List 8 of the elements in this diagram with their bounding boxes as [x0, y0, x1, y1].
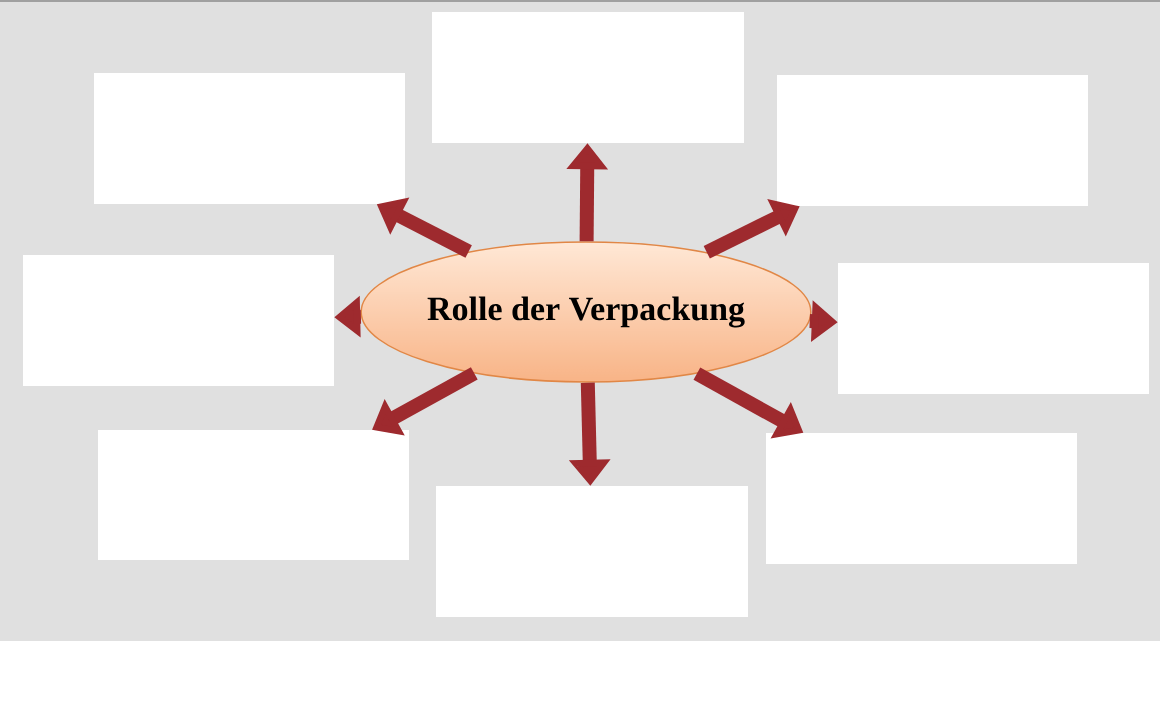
- empty-box: [766, 433, 1077, 564]
- empty-box: [436, 486, 748, 617]
- empty-box: [432, 12, 744, 143]
- empty-box: [23, 255, 334, 386]
- empty-box: [94, 73, 405, 204]
- empty-box: [838, 263, 1149, 394]
- empty-box: [98, 430, 409, 560]
- empty-box: [777, 75, 1088, 206]
